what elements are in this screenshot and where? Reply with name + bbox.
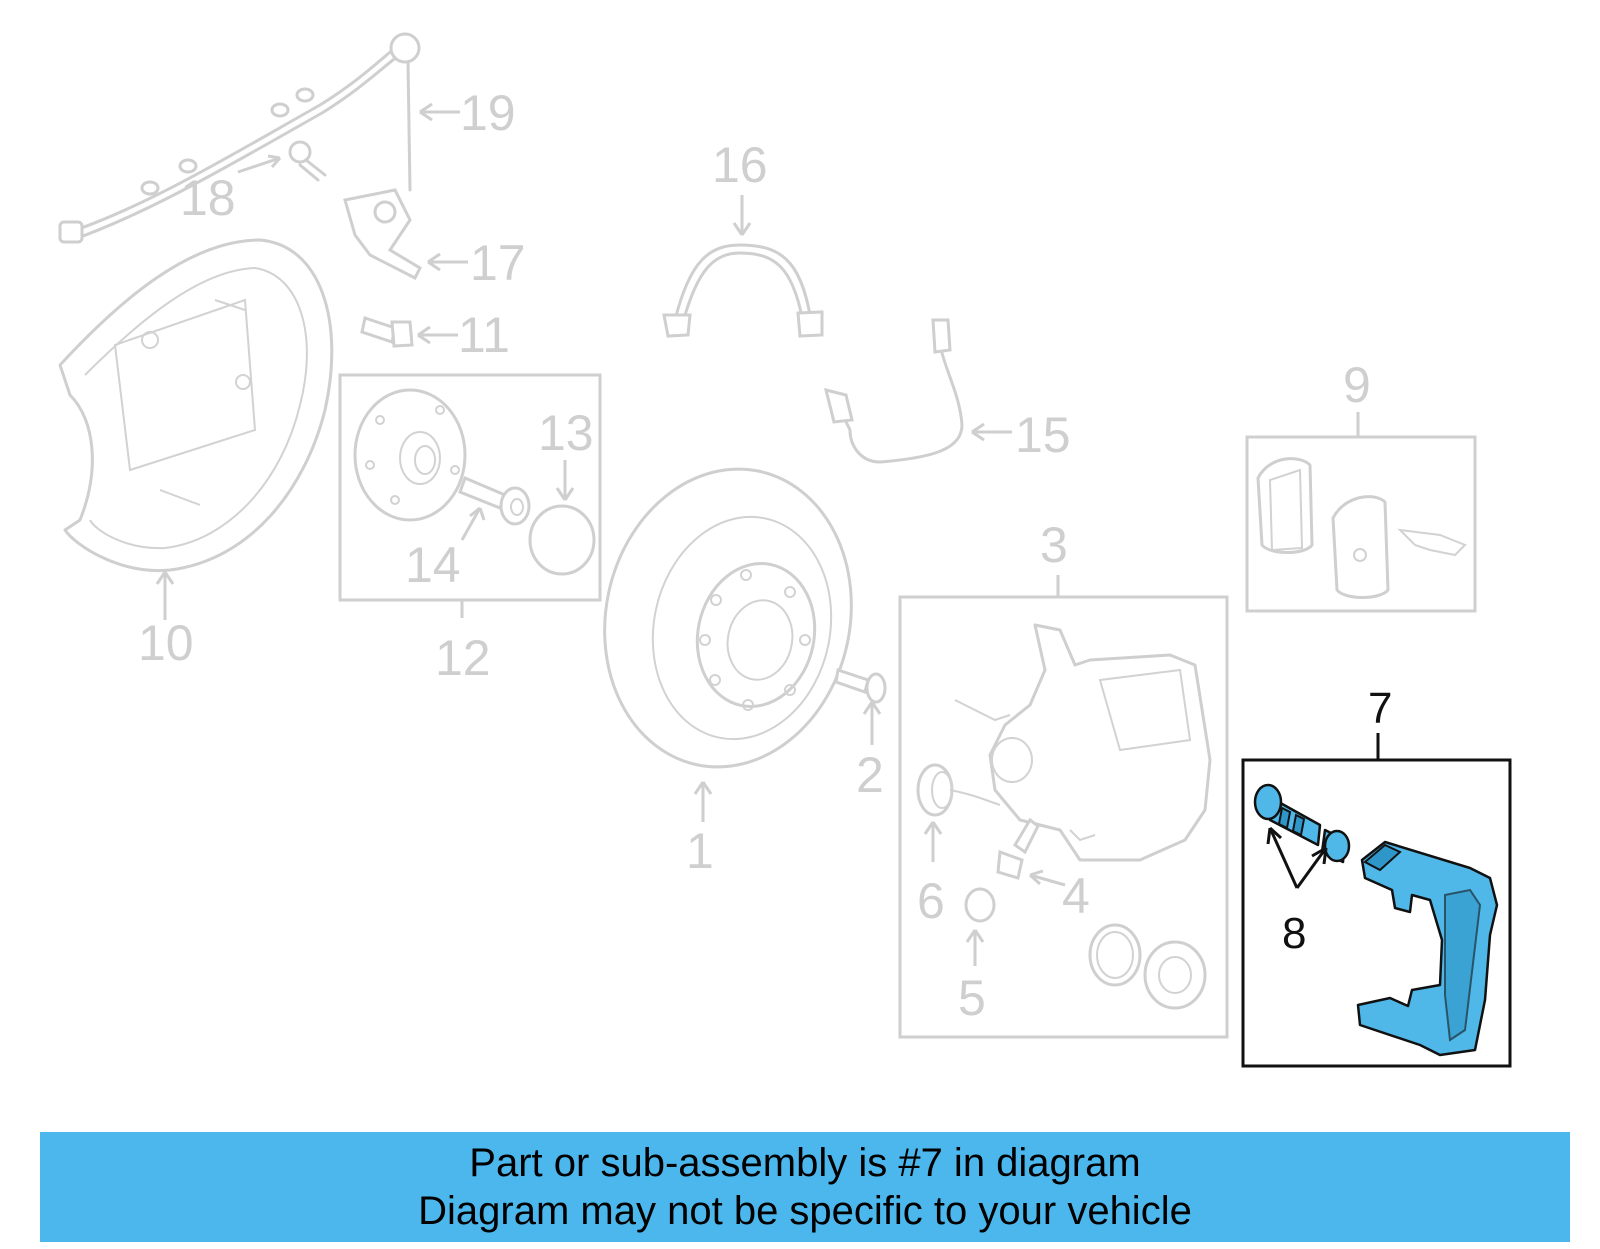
callout-7: 7 bbox=[1368, 684, 1392, 733]
part-6-spring[interactable] bbox=[916, 763, 1001, 862]
part-19-sensor-cable[interactable] bbox=[58, 32, 460, 244]
callout-17: 17 bbox=[470, 235, 526, 291]
callout-19: 19 bbox=[460, 85, 516, 141]
callout-1: 1 bbox=[686, 823, 714, 879]
callout-12: 12 bbox=[435, 630, 491, 686]
part-11-bolt[interactable] bbox=[360, 316, 458, 348]
part-5-dust-cap[interactable] bbox=[964, 887, 996, 966]
parts-diagram: 19 18 17 11 10 bbox=[58, 32, 1512, 1068]
callout-4: 4 bbox=[1062, 868, 1090, 924]
part-18-bolt[interactable] bbox=[237, 140, 327, 182]
caliper-bracket bbox=[1356, 840, 1499, 1057]
callout-2: 2 bbox=[856, 747, 884, 803]
callout-16: 16 bbox=[712, 137, 768, 193]
part-13-cap[interactable] bbox=[528, 460, 596, 576]
banner-line-2: Diagram may not be specific to your vehi… bbox=[418, 1189, 1192, 1233]
part-4-bleeder[interactable] bbox=[996, 817, 1066, 887]
callout-6: 6 bbox=[917, 873, 945, 929]
part-2-screw[interactable] bbox=[834, 668, 887, 745]
part-7-caliper-bracket-assembly[interactable] bbox=[1241, 733, 1512, 1068]
part-17-speed-sensor[interactable] bbox=[343, 188, 468, 281]
part-1-brake-disc[interactable] bbox=[577, 446, 878, 822]
part-9-brake-pads[interactable] bbox=[1245, 412, 1477, 613]
callout-13: 13 bbox=[538, 405, 594, 461]
callout-9: 9 bbox=[1343, 357, 1371, 413]
callout-14: 14 bbox=[405, 537, 461, 593]
callout-8: 8 bbox=[1282, 909, 1306, 958]
part-14-hub-bolt[interactable] bbox=[458, 475, 531, 541]
info-banner: Part or sub-assembly is #7 in diagram Di… bbox=[40, 1132, 1570, 1242]
part-16-brake-hose[interactable] bbox=[662, 195, 824, 338]
guide-bushing[interactable] bbox=[1320, 828, 1351, 864]
callout-11: 11 bbox=[458, 307, 510, 363]
part-15-brake-line[interactable] bbox=[823, 318, 1012, 464]
banner-line-1: Part or sub-assembly is #7 in diagram bbox=[469, 1141, 1141, 1185]
part-10-backing-plate[interactable] bbox=[58, 238, 334, 620]
guide-pin-bolt[interactable] bbox=[1253, 783, 1322, 847]
callout-18: 18 bbox=[180, 170, 236, 226]
callout-5: 5 bbox=[958, 970, 986, 1026]
callout-3: 3 bbox=[1040, 517, 1068, 573]
part-3-seal-piston[interactable] bbox=[1088, 923, 1207, 1010]
callout-15: 15 bbox=[1015, 407, 1071, 463]
part-12-hub-assembly[interactable] bbox=[338, 373, 602, 618]
part-3-caliper-assembly[interactable] bbox=[898, 575, 1229, 1039]
callout-10: 10 bbox=[138, 615, 194, 671]
